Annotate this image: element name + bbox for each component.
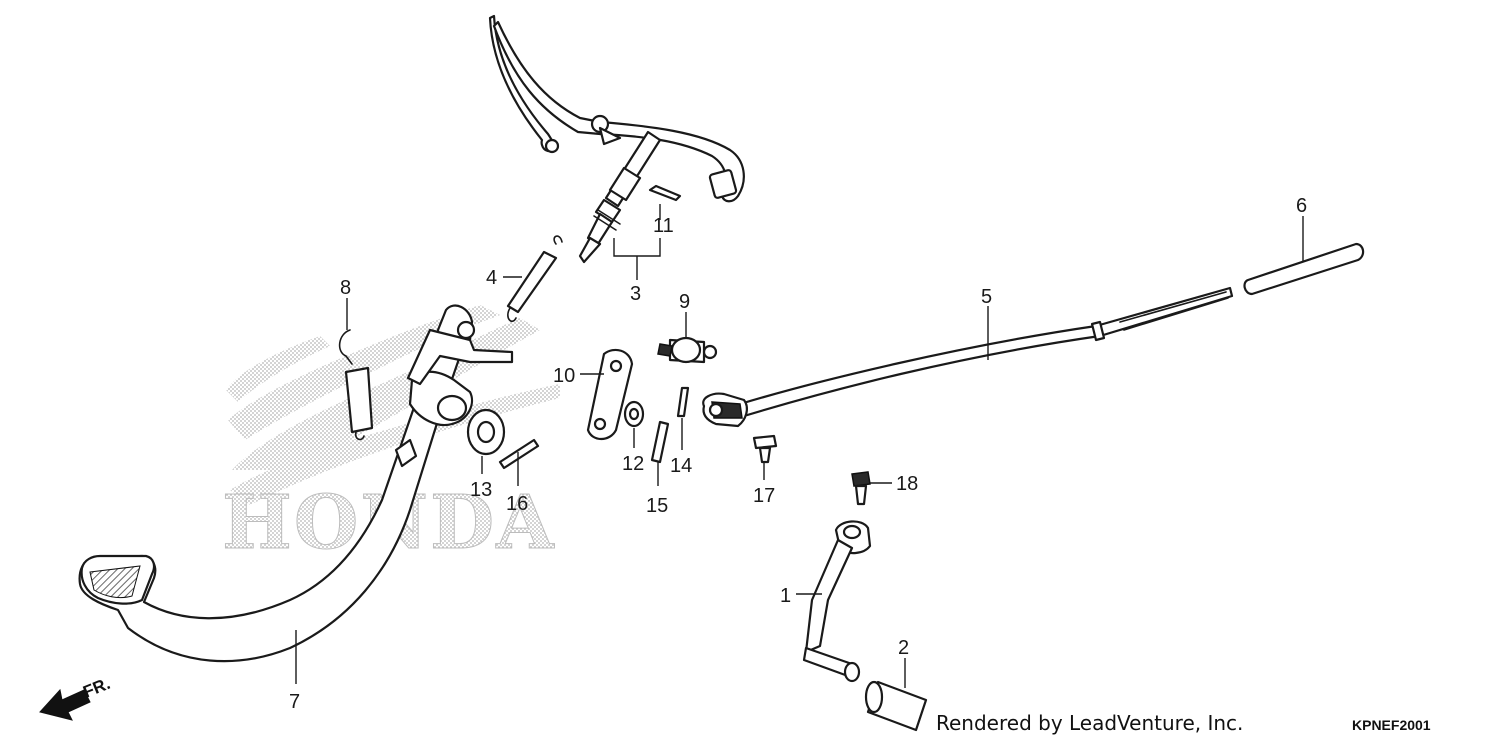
diagram-code: KPNEF2001 xyxy=(1352,717,1431,733)
callout-7[interactable]: 7 xyxy=(289,691,300,713)
render-credit: Rendered by LeadVenture, Inc. xyxy=(936,711,1243,735)
callout-6[interactable]: 6 xyxy=(1296,195,1307,217)
front-direction-arrow-icon xyxy=(39,688,91,721)
callout-16[interactable]: 16 xyxy=(506,493,528,515)
brake-switch-assembly xyxy=(488,14,745,264)
callout-3[interactable]: 3 xyxy=(630,283,641,305)
callout-10[interactable]: 10 xyxy=(553,365,575,387)
callout-2[interactable]: 2 xyxy=(898,637,909,659)
joint-plate-10 xyxy=(586,348,634,441)
callout-13[interactable]: 13 xyxy=(470,479,492,501)
pin-15 xyxy=(650,420,670,464)
pin-11 xyxy=(648,184,682,202)
shift-rubber-2 xyxy=(864,680,928,732)
brake-rod-joint-9 xyxy=(657,336,718,364)
callout-4[interactable]: 4 xyxy=(486,267,497,289)
spring-6 xyxy=(1243,242,1365,296)
callout-5[interactable]: 5 xyxy=(981,286,992,308)
brake-rod-5 xyxy=(702,286,1234,428)
pin-14 xyxy=(676,386,690,418)
callout-1[interactable]: 1 xyxy=(780,585,791,607)
gearshift-arm-1 xyxy=(802,520,872,683)
washer-12 xyxy=(623,400,645,428)
front-direction-label: FR. xyxy=(80,674,113,702)
callout-17[interactable]: 17 xyxy=(753,485,775,507)
callout-14[interactable]: 14 xyxy=(670,455,692,477)
callout-12[interactable]: 12 xyxy=(622,453,644,475)
callout-18[interactable]: 18 xyxy=(896,473,918,495)
cotter-pin-16 xyxy=(498,438,540,470)
callout-11[interactable]: 11 xyxy=(653,215,674,237)
callout-15[interactable]: 15 xyxy=(646,495,668,517)
spring-4 xyxy=(506,235,563,323)
bolt-17 xyxy=(752,434,778,464)
callout-9[interactable]: 9 xyxy=(679,291,690,313)
bolt-18 xyxy=(851,471,871,506)
brake-pedal-7 xyxy=(78,304,514,663)
washer-13 xyxy=(466,408,506,456)
callout-8[interactable]: 8 xyxy=(340,277,351,299)
spring-8 xyxy=(338,329,374,441)
